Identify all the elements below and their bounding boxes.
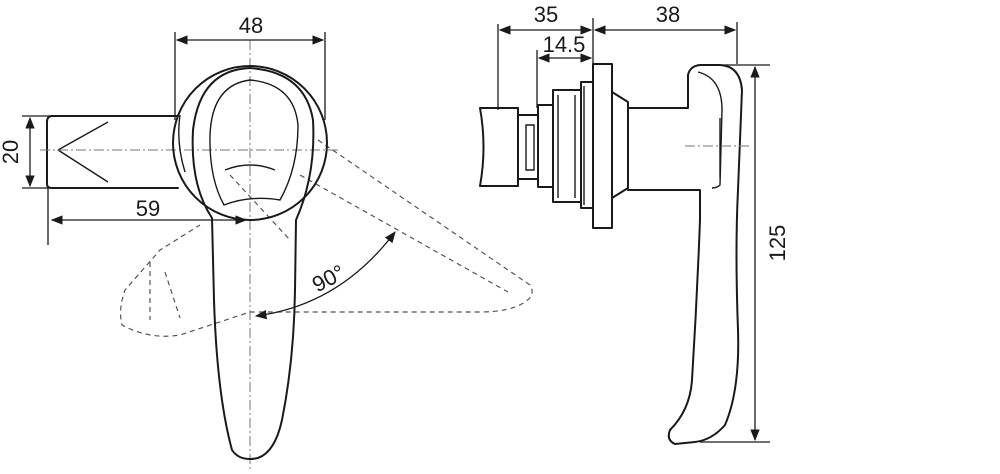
dim-59	[47, 188, 248, 245]
side-view: 35 14.5 38 125	[479, 2, 790, 445]
rosette-inner-arc	[178, 114, 186, 173]
handle-side	[627, 64, 750, 445]
escutcheon-plate	[592, 63, 629, 229]
height-label: 20	[0, 140, 23, 164]
width-label: 48	[239, 13, 263, 38]
dim-125	[700, 64, 770, 443]
dim-14-5	[536, 50, 593, 108]
front-view: 48 20 59 90°	[0, 13, 533, 470]
dim-20	[22, 115, 52, 189]
length-label: 125	[765, 225, 790, 262]
handle-label: 38	[656, 2, 680, 27]
dim-35	[497, 18, 594, 110]
rotated-handle-dashed	[119, 139, 533, 337]
rosette-circle	[172, 65, 328, 221]
latch-tongue	[40, 115, 180, 189]
dim-48	[174, 32, 326, 120]
rotation-label: 90°	[308, 260, 349, 298]
handle-front	[191, 67, 315, 460]
offset-label: 59	[136, 196, 160, 221]
inner-label: 14.5	[543, 32, 586, 57]
depth-label: 35	[534, 2, 558, 27]
rotation-arc	[254, 231, 396, 320]
dim-38	[593, 22, 738, 64]
